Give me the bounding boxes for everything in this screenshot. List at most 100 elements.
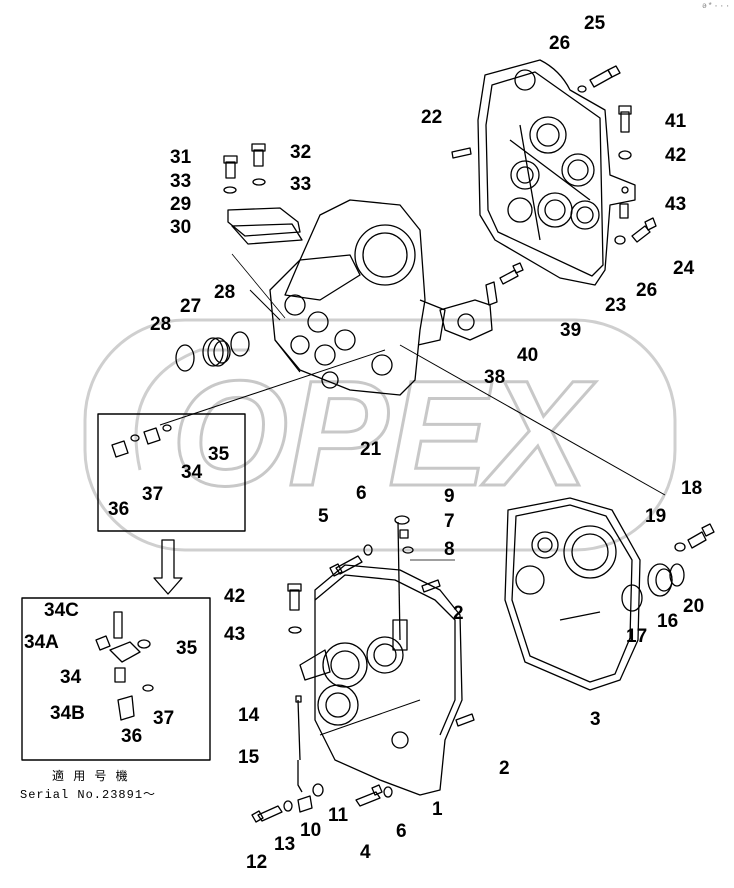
callout-15: 15 [238, 747, 260, 768]
rear-cover-part-23 [477, 59, 636, 286]
callout-37: 37 [142, 484, 164, 505]
callout-11: 11 [328, 805, 349, 826]
callout-13: 13 [274, 834, 296, 855]
washer-33b [252, 178, 266, 186]
plate-40 [485, 281, 498, 306]
callout-31: 31 [170, 147, 192, 168]
callout-30: 30 [170, 217, 192, 238]
front-case-part-1 [299, 564, 463, 796]
callout-3: 3 [590, 709, 601, 730]
fitting-7 [399, 529, 409, 539]
bolt-5 [329, 555, 363, 577]
bolt-41 [618, 105, 632, 133]
seal-27 [202, 337, 231, 367]
callout-26: 26 [549, 33, 571, 54]
washer-43b [288, 626, 302, 634]
callout-28: 28 [214, 282, 236, 303]
callout-34: 34 [181, 462, 203, 483]
bolt-25 [577, 65, 621, 93]
washer-33a [223, 186, 237, 194]
pin-2b [455, 713, 475, 727]
bolt-4 [355, 784, 383, 807]
bolt-32 [251, 143, 266, 167]
tube-15 [297, 760, 303, 793]
o-ring-8 [402, 546, 414, 554]
callout-2: 2 [453, 603, 464, 624]
tube-9 [394, 515, 410, 641]
callout-18: 18 [681, 478, 703, 499]
detail-box-lower [21, 597, 211, 761]
callout-43: 43 [665, 194, 687, 215]
fitting-34-lower [95, 611, 154, 721]
detail-box-upper [97, 413, 246, 532]
callout-6: 6 [356, 483, 367, 504]
dipstick-14 [295, 695, 302, 761]
o-ring-20 [669, 563, 685, 587]
callout-8: 8 [444, 539, 455, 560]
callout-9: 9 [444, 486, 455, 507]
callout-32: 32 [290, 142, 312, 163]
bolt-39 [499, 262, 524, 285]
callout-42: 42 [224, 586, 246, 607]
callout-35: 35 [176, 638, 198, 659]
seal-16 [647, 563, 673, 597]
cover-part-3 [504, 497, 641, 691]
serial-number-note: Serial No.23891～ [20, 788, 157, 802]
callout-1: 1 [432, 799, 443, 820]
cover-29 [227, 207, 301, 237]
applicable-model-note: 適 用 号 機 [52, 770, 129, 784]
callout-7: 7 [444, 511, 455, 532]
callout-43: 43 [224, 624, 246, 645]
bolt-42b [287, 583, 302, 611]
callout-21: 21 [360, 439, 382, 460]
o-ring-11 [312, 783, 324, 797]
o-ring-28a [175, 344, 195, 372]
callout-25: 25 [584, 13, 606, 34]
callout-29: 29 [170, 194, 192, 215]
clip-10 [297, 795, 313, 813]
callout-24: 24 [673, 258, 695, 279]
callout-33: 33 [170, 171, 192, 192]
callout-40: 40 [517, 345, 539, 366]
washer-42 [618, 150, 632, 160]
callout-35: 35 [208, 444, 230, 465]
gasket-30 [231, 223, 303, 245]
callout-14: 14 [238, 705, 260, 726]
breather-38 [439, 299, 493, 341]
washer-6a [363, 544, 373, 556]
callout-17: 17 [626, 626, 648, 647]
callout-19: 19 [645, 506, 667, 527]
callout-36: 36 [108, 499, 130, 520]
bolt-31 [223, 155, 238, 179]
bolt-24 [631, 217, 657, 243]
callout-36: 36 [121, 726, 143, 747]
callout-2: 2 [499, 758, 510, 779]
bolt-12 [251, 805, 283, 823]
callout-22: 22 [421, 107, 443, 128]
main-housing-part-21 [269, 199, 446, 396]
callout-34A: 34A [24, 632, 59, 653]
callout-4: 4 [360, 842, 371, 863]
washer-13 [283, 800, 293, 812]
washer-26b [614, 235, 626, 245]
corner-mark: ə*··· [702, 2, 732, 11]
callout-39: 39 [560, 320, 582, 341]
callout-34B: 34B [50, 703, 85, 724]
fitting-34-upper [111, 424, 172, 458]
callout-28: 28 [150, 314, 172, 335]
callout-34: 34 [60, 667, 82, 688]
callout-16: 16 [657, 611, 679, 632]
washer-19 [674, 542, 686, 552]
callout-26: 26 [636, 280, 658, 301]
callout-34C: 34C [44, 600, 79, 621]
bolt-18 [687, 523, 715, 549]
callout-37: 37 [153, 708, 175, 729]
callout-20: 20 [683, 596, 705, 617]
o-ring-28b [230, 331, 250, 357]
callout-6: 6 [396, 821, 407, 842]
callout-23: 23 [605, 295, 627, 316]
down-arrow [153, 539, 183, 595]
washer-6b [383, 786, 393, 798]
